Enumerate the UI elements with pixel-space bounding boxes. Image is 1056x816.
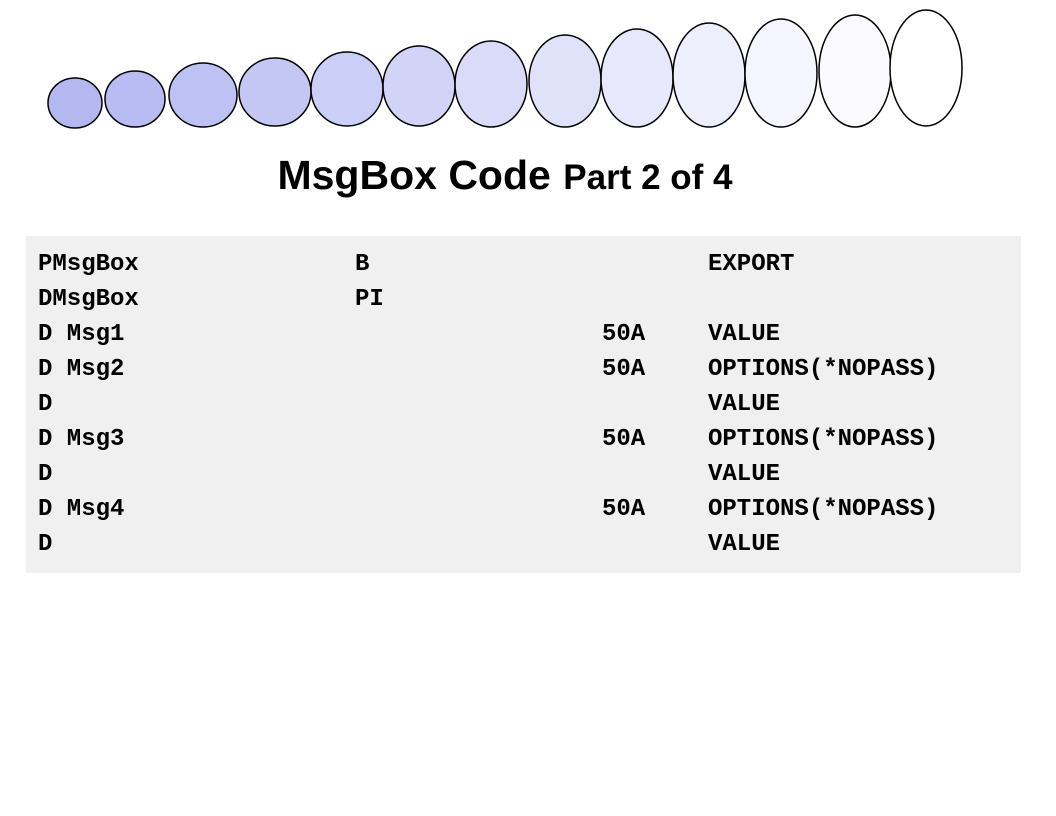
decorative-bubbles (47, 9, 963, 129)
code-listing: PMsgBox B EXPORT DMsgBox PI D Msg1 50A V… (26, 236, 1021, 573)
code-line: D Msg4 50A OPTIONS(*NOPASS) (26, 492, 1021, 527)
bubble-1 (47, 77, 103, 129)
bubble-7 (454, 40, 528, 128)
code-line: D VALUE (26, 527, 1021, 562)
code-type: PI (355, 286, 384, 313)
bubble-4 (238, 57, 312, 127)
bubble-8 (528, 34, 602, 128)
code-name: PMsgBox (38, 251, 139, 278)
code-line: PMsgBox B EXPORT (26, 247, 1021, 282)
code-name: D (38, 531, 53, 558)
bubble-6 (382, 45, 456, 127)
code-line: D VALUE (26, 387, 1021, 422)
code-length: 50A (602, 426, 646, 453)
code-line: D Msg1 50A VALUE (26, 317, 1021, 352)
slide-title-sub: Part 2 of 4 (563, 158, 733, 197)
code-keyword: OPTIONS(*NOPASS) (708, 426, 939, 453)
code-type: B (355, 251, 370, 278)
bubble-3 (168, 62, 238, 128)
code-keyword: VALUE (708, 461, 781, 488)
code-name: D Msg1 (38, 321, 125, 348)
code-name: D (38, 461, 53, 488)
slide-title-main: MsgBox Code (277, 152, 551, 198)
bubble-11 (744, 18, 818, 128)
code-line: DMsgBox PI (26, 282, 1021, 317)
code-name: D Msg4 (38, 496, 125, 523)
code-name: D Msg2 (38, 356, 125, 383)
bubble-9 (600, 28, 674, 128)
bubble-13 (889, 9, 963, 127)
code-keyword: OPTIONS(*NOPASS) (708, 496, 939, 523)
code-keyword: VALUE (708, 321, 781, 348)
bubble-12 (818, 14, 892, 128)
code-keyword: OPTIONS(*NOPASS) (708, 356, 939, 383)
slide-title: MsgBox Code Part 2 of 4 (0, 152, 1010, 199)
bubble-10 (672, 22, 746, 128)
bubble-5 (310, 51, 384, 127)
code-length: 50A (602, 356, 646, 383)
code-name: DMsgBox (38, 286, 139, 313)
code-length: 50A (602, 496, 646, 523)
code-line: D Msg3 50A OPTIONS(*NOPASS) (26, 422, 1021, 457)
code-line: D VALUE (26, 457, 1021, 492)
code-name: D Msg3 (38, 426, 125, 453)
code-line: D Msg2 50A OPTIONS(*NOPASS) (26, 352, 1021, 387)
bubble-2 (104, 70, 166, 128)
code-keyword: VALUE (708, 531, 781, 558)
code-keyword: VALUE (708, 391, 781, 418)
code-keyword: EXPORT (708, 251, 795, 278)
code-length: 50A (602, 321, 646, 348)
code-name: D (38, 391, 53, 418)
